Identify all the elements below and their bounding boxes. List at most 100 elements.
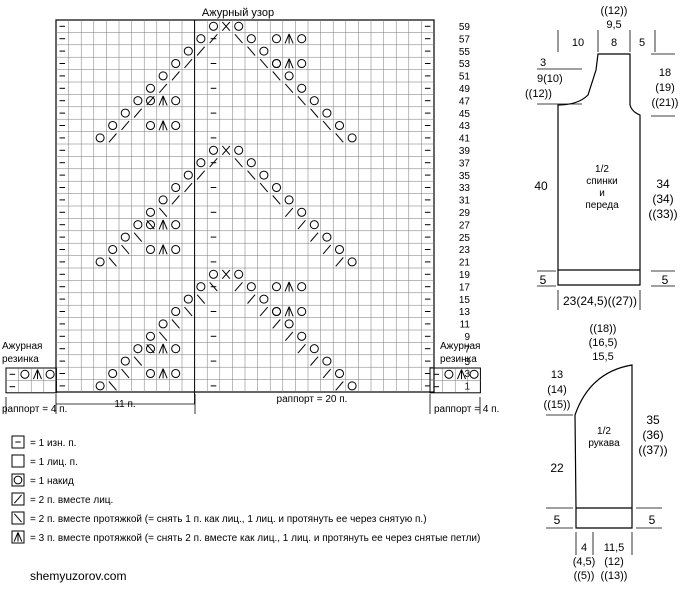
- yarn-over-symbol: [444, 369, 454, 379]
- k2tog-symbol: [196, 46, 206, 56]
- yarn-over-symbol: [322, 356, 332, 366]
- left-rib-label-1: Ажурная: [2, 341, 42, 352]
- row-number: 37: [459, 158, 471, 169]
- k2tog-symbol: [234, 281, 243, 292]
- yarn-over-symbol: [309, 96, 319, 106]
- k2tog-symbol: [171, 71, 180, 81]
- k2tog-symbol: [196, 170, 206, 180]
- span-11: 11 п.: [114, 399, 135, 410]
- row-number: 51: [459, 72, 471, 83]
- sleeve-bottom-a-3: ((5)): [574, 570, 595, 582]
- yarn-over-symbol: [171, 182, 181, 193]
- yarn-over-symbol: [309, 220, 319, 230]
- sleeve-top-label-1: ((18)): [590, 323, 617, 335]
- legend-text: = 2 п. вместе протяжкой (= снять 1 п. ка…: [30, 514, 427, 525]
- yarn-over-symbol: [196, 34, 206, 44]
- k2tog-symbol: [310, 356, 319, 366]
- sleeve-right-length-2: (36): [642, 428, 663, 442]
- row-number: 53: [459, 59, 471, 70]
- body-right-length-3: ((33)): [648, 207, 677, 221]
- s2kp-symbol: [457, 369, 466, 380]
- yarn-over-symbol: [347, 133, 357, 143]
- ssk-symbol: [234, 157, 243, 168]
- yarn-over-symbol: [284, 71, 294, 81]
- sleeve-bottom-b-1: 11,5: [604, 542, 625, 554]
- sleeve-left-length: 22: [550, 461, 564, 475]
- sleeve-bottom-a-2: (4,5): [573, 556, 596, 568]
- yarn-over-symbol: [133, 96, 143, 106]
- body-left-mark-2: 9(10): [537, 73, 563, 85]
- row-number: 31: [459, 196, 471, 207]
- ssk-symbol: [108, 257, 117, 267]
- body-rib-right: 5: [662, 273, 669, 287]
- sleeve-schematic: [546, 364, 662, 555]
- yarn-over-symbol: [259, 170, 269, 180]
- sleeve-center-1: 1/2: [597, 426, 611, 437]
- sleeve-bottom-b-3: ((13)): [601, 570, 628, 582]
- row-number: 29: [459, 208, 471, 219]
- k2tog-symbol: [335, 257, 344, 267]
- sleeve-top-label-3: 15,5: [592, 351, 613, 363]
- row-number: 33: [459, 183, 471, 194]
- ssk-symbol: [297, 95, 306, 106]
- row-number: 19: [459, 270, 471, 281]
- body-right-mark-3: ((21)): [652, 97, 679, 109]
- ssk-symbol: [158, 207, 168, 218]
- yarn-over-symbol: [158, 319, 168, 329]
- row-number: 39: [459, 146, 471, 157]
- body-right-mark-1: 18: [659, 67, 671, 79]
- yarn-over-symbol: [108, 120, 118, 131]
- ssk-symbol: [171, 319, 180, 329]
- sleeve-left-cap-3: ((15)): [544, 399, 571, 411]
- site-url: shemyuzorov.com: [30, 569, 126, 583]
- body-rib-left: 5: [540, 273, 547, 287]
- yarn-over-symbol: [171, 120, 181, 131]
- row-number: 57: [459, 34, 471, 45]
- yarn-over-symbol: [234, 21, 244, 31]
- k2tog-symbol: [221, 269, 231, 280]
- body-top-seg-2: 8: [611, 37, 617, 49]
- row-number: 59: [459, 22, 471, 33]
- yarn-over-symbol: [246, 158, 256, 168]
- yarn-over-symbol: [259, 294, 269, 304]
- yarn-over-symbol: [334, 368, 345, 379]
- body-right-length-2: (34): [652, 192, 673, 206]
- yarn-over-symbol: [271, 306, 282, 317]
- row-number: 55: [459, 47, 471, 58]
- body-left-length: 40: [534, 179, 548, 193]
- yarn-over-symbol: [145, 207, 156, 217]
- yarn-over-symbol: [297, 207, 307, 217]
- k2tog-symbol: [322, 368, 332, 379]
- k2tog-symbol: [14, 494, 22, 504]
- s2kp-symbol: [158, 120, 168, 131]
- body-center-4: переда: [585, 200, 619, 211]
- row-number: 25: [459, 233, 471, 244]
- row-number: 21: [459, 258, 471, 269]
- s2kp-symbol: [158, 95, 168, 106]
- yarn-over-symbol: [309, 344, 319, 354]
- legend-item: = 2 п. вместе лиц.: [11, 492, 113, 506]
- row-number: 7: [464, 344, 470, 355]
- legend-text: = 2 п. вместе лиц.: [30, 495, 113, 506]
- k2tog-symbol: [272, 319, 281, 329]
- yarn-over-symbol: [208, 21, 219, 31]
- k2tog-symbol: [133, 108, 143, 118]
- yarn-over-symbol: [246, 34, 256, 44]
- yarn-over-symbol: [133, 344, 143, 354]
- yarn-over-symbol: [297, 331, 307, 341]
- k2tog-symbol: [284, 207, 294, 218]
- yarn-over-symbol: [145, 368, 156, 379]
- body-left-mark-1: 3: [540, 57, 546, 69]
- yarn-over-symbol: [297, 282, 307, 292]
- sleeve-right-length-3: ((37)): [638, 443, 667, 457]
- yarn-over-symbol: [158, 71, 168, 81]
- sleeve-rib-right: 5: [649, 513, 656, 527]
- body-right-mark-2: (19): [655, 82, 675, 94]
- s2kp-symbol: [158, 219, 168, 230]
- yarn-over-symbol: [171, 96, 181, 106]
- yarn-over-symbol: [334, 120, 345, 131]
- row-number: 45: [459, 109, 471, 120]
- legend-text: = 1 изн. п.: [30, 438, 76, 449]
- yarn-over-symbol: [145, 120, 156, 131]
- yarn-over-symbol: [271, 282, 282, 292]
